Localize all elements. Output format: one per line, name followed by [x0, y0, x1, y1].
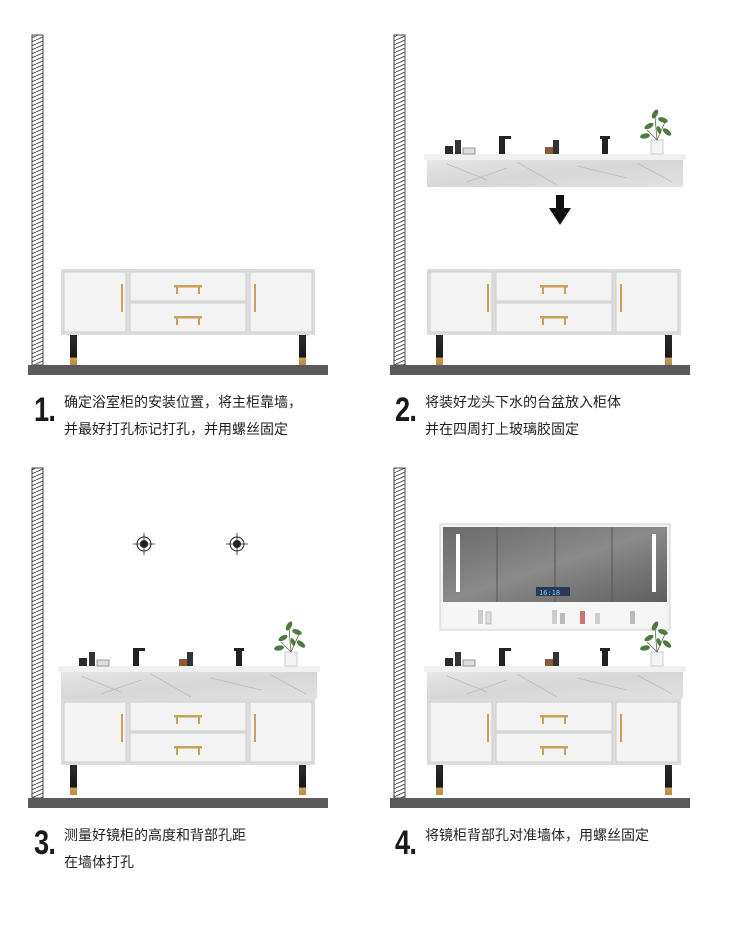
floor: [390, 798, 690, 808]
panel-1-illustration: [28, 34, 328, 375]
step-text-line: 在墙体打孔: [64, 855, 134, 871]
cabinet: [426, 268, 682, 366]
panel-2-illustration: [390, 34, 690, 375]
step-1-caption: 1. 确定浴室柜的安装位置，将主柜靠墙， 并最好打孔标记打孔，并用螺丝固定: [34, 393, 302, 444]
panel-3-illustration: [28, 467, 328, 808]
mirror-cabinet: 16:18: [439, 523, 671, 631]
step-text-line: 并最好打孔标记打孔，并用螺丝固定: [64, 422, 288, 438]
drill-marker-icon: [132, 532, 156, 556]
cabinet: [60, 268, 316, 366]
step-2-caption: 2. 将装好龙头下水的台盆放入柜体 并在四周打上玻璃胶固定: [395, 393, 621, 444]
step-3-caption: 3. 测量好镜柜的高度和背部孔距 在墙体打孔: [34, 826, 246, 877]
wall: [31, 34, 44, 366]
countertop: [423, 619, 687, 700]
floor: [28, 798, 328, 808]
step-text-line: 将装好龙头下水的台盆放入柜体: [425, 395, 621, 411]
down-arrow-icon: [549, 195, 571, 225]
cabinet: [426, 698, 682, 796]
mirror-clock: 16:18: [539, 589, 560, 597]
countertop: [423, 107, 687, 188]
drill-marker-icon: [225, 532, 249, 556]
step-number: 2.: [395, 391, 417, 429]
floor: [28, 365, 328, 375]
step-4-caption: 4. 将镜柜背部孔对准墙体，用螺丝固定: [395, 826, 649, 860]
step-text-line: 测量好镜柜的高度和背部孔距: [64, 828, 246, 844]
step-text-line: 将镜柜背部孔对准墙体，用螺丝固定: [425, 828, 649, 844]
floor: [390, 365, 690, 375]
wall: [393, 467, 406, 799]
wall: [31, 467, 44, 799]
step-number: 4.: [395, 824, 417, 862]
step-text-line: 确定浴室柜的安装位置，将主柜靠墙，: [64, 395, 302, 411]
wall: [393, 34, 406, 366]
panel-4-illustration: 16:18: [390, 467, 690, 808]
cabinet: [60, 698, 316, 796]
step-number: 1.: [34, 391, 56, 429]
step-text-line: 并在四周打上玻璃胶固定: [425, 422, 579, 438]
countertop: [57, 619, 321, 700]
step-number: 3.: [34, 824, 56, 862]
